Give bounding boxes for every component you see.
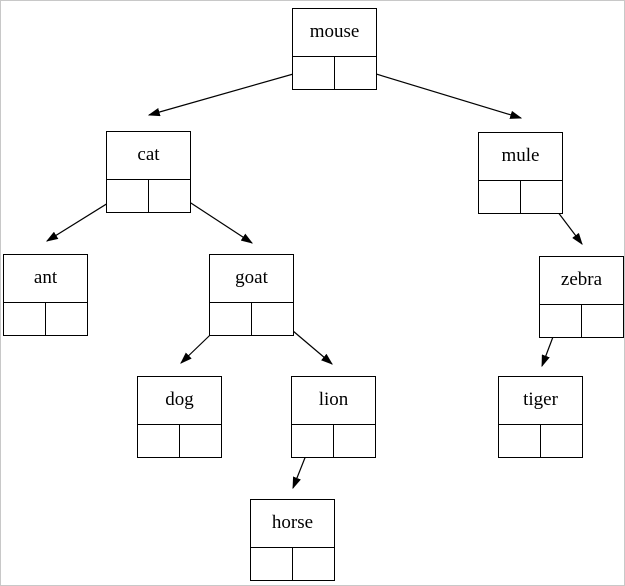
node-label-ant: ant	[4, 255, 87, 303]
tree-node-zebra[interactable]: zebra	[539, 256, 624, 338]
tree-node-ant[interactable]: ant	[3, 254, 88, 336]
tree-node-mouse[interactable]: mouse	[292, 8, 377, 90]
node-label-horse: horse	[251, 500, 334, 548]
node-right-pointer-cat[interactable]	[149, 180, 191, 212]
node-right-pointer-ant[interactable]	[46, 303, 88, 335]
node-right-pointer-goat[interactable]	[252, 303, 294, 335]
node-pointers-mule	[479, 181, 562, 213]
node-pointers-zebra	[540, 305, 623, 337]
node-left-pointer-dog[interactable]	[138, 425, 180, 457]
tree-node-tiger[interactable]: tiger	[498, 376, 583, 458]
node-label-lion: lion	[292, 377, 375, 425]
node-left-pointer-horse[interactable]	[251, 548, 293, 580]
node-left-pointer-ant[interactable]	[4, 303, 46, 335]
node-pointers-cat	[107, 180, 190, 212]
node-left-pointer-mouse[interactable]	[293, 57, 335, 89]
node-right-pointer-horse[interactable]	[293, 548, 335, 580]
node-left-pointer-tiger[interactable]	[499, 425, 541, 457]
node-right-pointer-lion[interactable]	[334, 425, 376, 457]
node-pointers-ant	[4, 303, 87, 335]
node-left-pointer-lion[interactable]	[292, 425, 334, 457]
node-label-mouse: mouse	[293, 9, 376, 57]
node-pointers-mouse	[293, 57, 376, 89]
node-label-tiger: tiger	[499, 377, 582, 425]
node-right-pointer-zebra[interactable]	[582, 305, 624, 337]
node-left-pointer-goat[interactable]	[210, 303, 252, 335]
node-pointers-goat	[210, 303, 293, 335]
tree-node-dog[interactable]: dog	[137, 376, 222, 458]
node-label-zebra: zebra	[540, 257, 623, 305]
node-left-pointer-mule[interactable]	[479, 181, 521, 213]
node-pointers-dog	[138, 425, 221, 457]
node-left-pointer-zebra[interactable]	[540, 305, 582, 337]
tree-node-lion[interactable]: lion	[291, 376, 376, 458]
node-pointers-tiger	[499, 425, 582, 457]
node-label-dog: dog	[138, 377, 221, 425]
tree-node-mule[interactable]: mule	[478, 132, 563, 214]
node-label-cat: cat	[107, 132, 190, 180]
node-label-goat: goat	[210, 255, 293, 303]
node-right-pointer-tiger[interactable]	[541, 425, 583, 457]
node-right-pointer-dog[interactable]	[180, 425, 222, 457]
node-right-pointer-mule[interactable]	[521, 181, 563, 213]
node-left-pointer-cat[interactable]	[107, 180, 149, 212]
edge-mouse-right-to-mule	[352, 66, 523, 119]
node-right-pointer-mouse[interactable]	[335, 57, 377, 89]
node-pointers-lion	[292, 425, 375, 457]
tree-node-goat[interactable]: goat	[209, 254, 294, 336]
tree-node-horse[interactable]: horse	[250, 499, 335, 581]
node-label-mule: mule	[479, 133, 562, 181]
tree-node-cat[interactable]: cat	[106, 131, 191, 213]
node-pointers-horse	[251, 548, 334, 580]
